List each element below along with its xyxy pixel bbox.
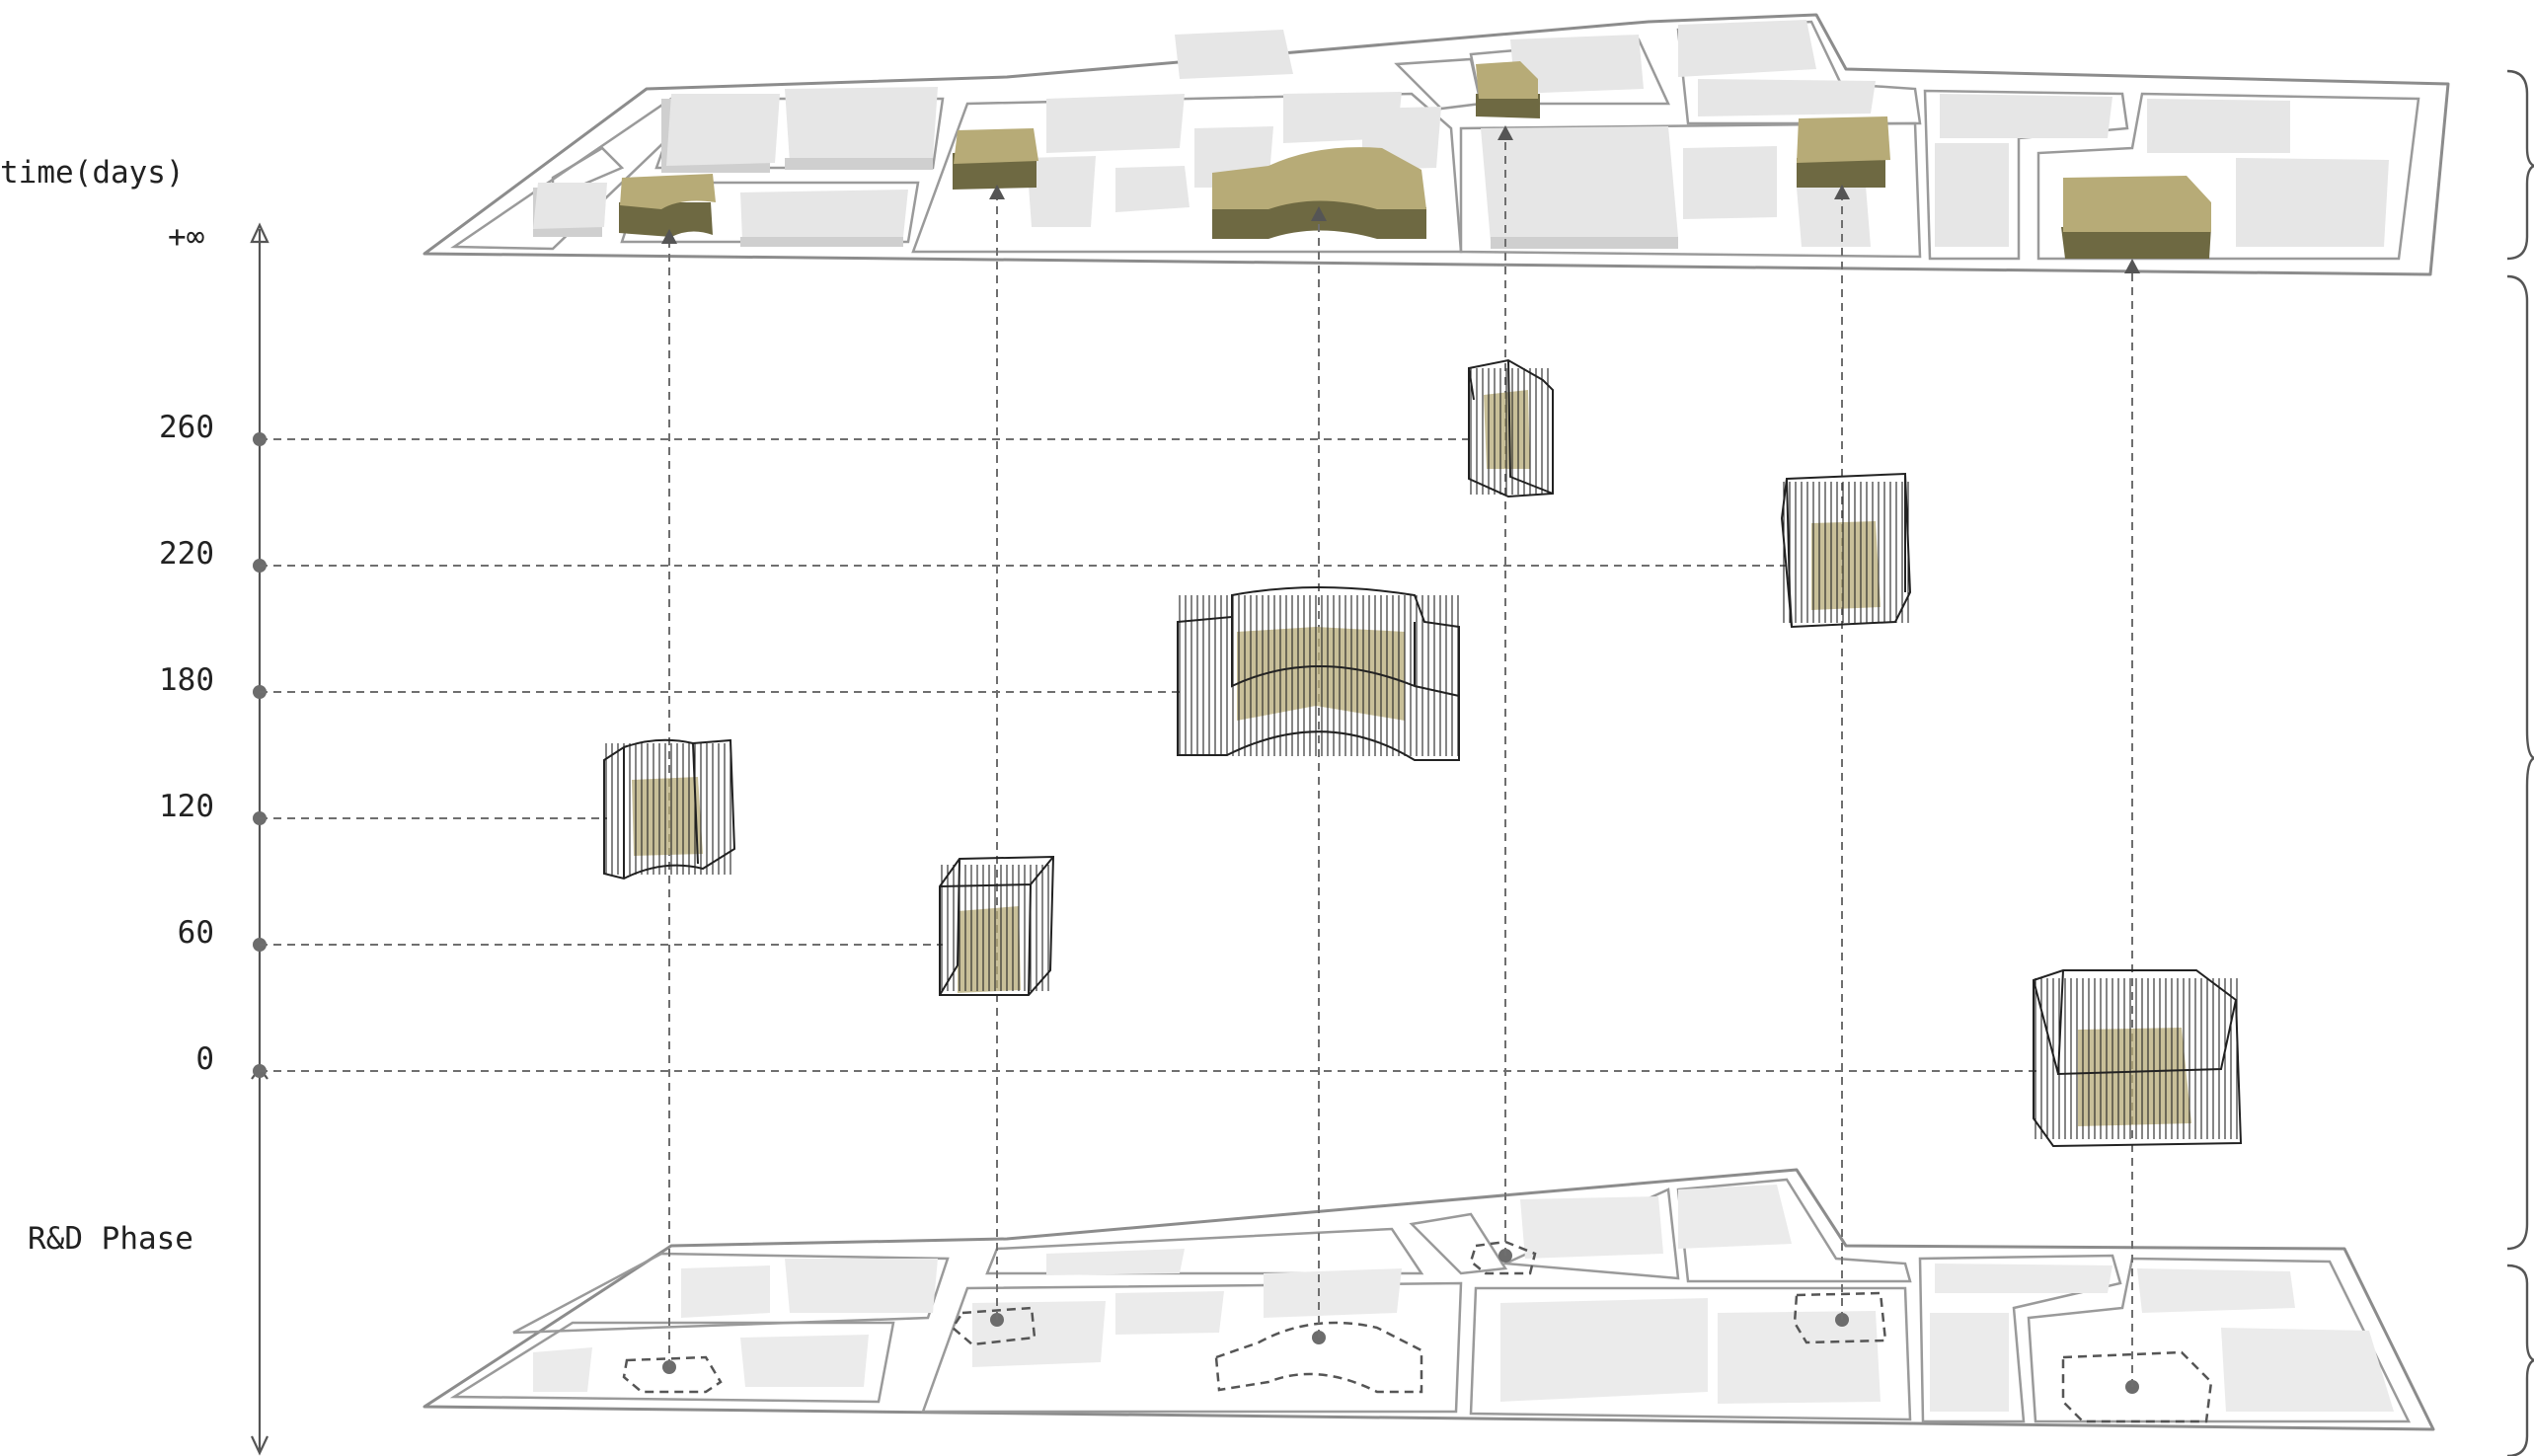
volume-site-5 <box>1782 474 1910 627</box>
tick-label-0: 0 <box>195 1041 214 1077</box>
horizontal-guides <box>260 439 2038 1071</box>
tick-label-60: 60 <box>178 915 214 951</box>
axis-title: time(days) <box>0 155 185 191</box>
top-site-plan <box>424 15 2448 274</box>
right-braces <box>2507 71 2534 1456</box>
axis-infinity-label: +∞ <box>168 219 205 255</box>
top-built-highlight-1 <box>619 174 716 237</box>
phase-label: R&D Phase <box>28 1221 193 1257</box>
top-built-highlight-2 <box>953 128 1038 190</box>
axis-ticks: 260 220 180 120 60 0 <box>159 410 267 1078</box>
tick-label-220: 220 <box>159 536 214 572</box>
top-built-highlight-6 <box>2061 176 2211 259</box>
volume-site-6 <box>2034 970 2241 1146</box>
bottom-footprint-6 <box>2063 1352 2211 1421</box>
time-axis: time(days) +∞ R&D Phase 260 220 180 120 60 0 <box>0 155 268 1453</box>
vertical-connectors <box>661 125 2140 1387</box>
tick-label-120: 120 <box>159 789 214 824</box>
top-built-highlight-5 <box>1797 116 1890 188</box>
bottom-footprint-1 <box>624 1357 721 1392</box>
tick-label-180: 180 <box>159 662 214 698</box>
volume-site-1 <box>604 740 734 879</box>
bottom-context-buildings <box>533 1185 2394 1412</box>
top-road-block-7 <box>1397 59 1481 109</box>
tick-label-260: 260 <box>159 410 214 445</box>
volume-site-4 <box>1469 360 1553 497</box>
